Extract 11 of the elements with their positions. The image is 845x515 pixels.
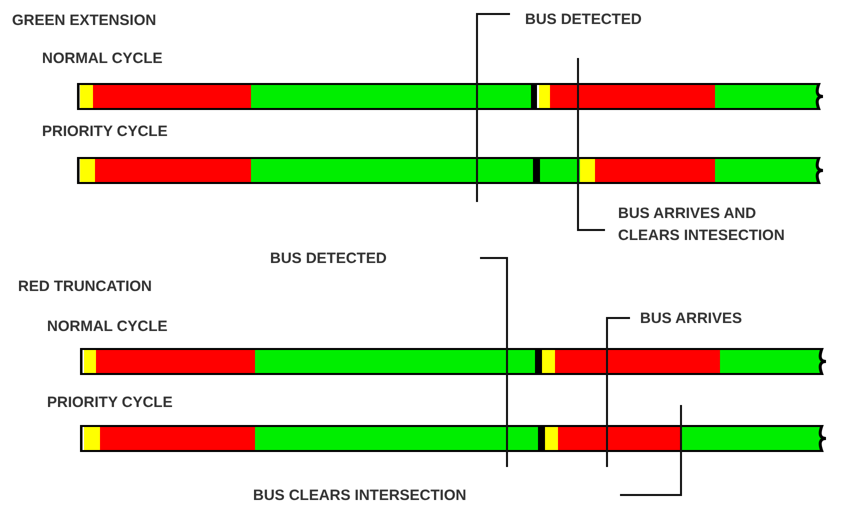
callout-text: BUS ARRIVES <box>640 309 742 329</box>
cycle-label: PRIORITY CYCLE <box>47 394 173 412</box>
cycle-label: NORMAL CYCLE <box>47 318 168 336</box>
callout-text: BUS DETECTED <box>270 249 387 269</box>
callout-text: GREEN EXTENSION <box>12 11 156 31</box>
cycle-label: NORMAL CYCLE <box>42 50 163 68</box>
callout-text: BUS DETECTED <box>525 10 642 30</box>
callout-text: BUS ARRIVES AND CLEARS INTESECTION <box>618 204 786 246</box>
callout-text: RED TRUNCATION <box>18 277 152 297</box>
cycle-label: PRIORITY CYCLE <box>42 123 168 141</box>
callout-text: BUS CLEARS INTERSECTION <box>253 486 466 506</box>
